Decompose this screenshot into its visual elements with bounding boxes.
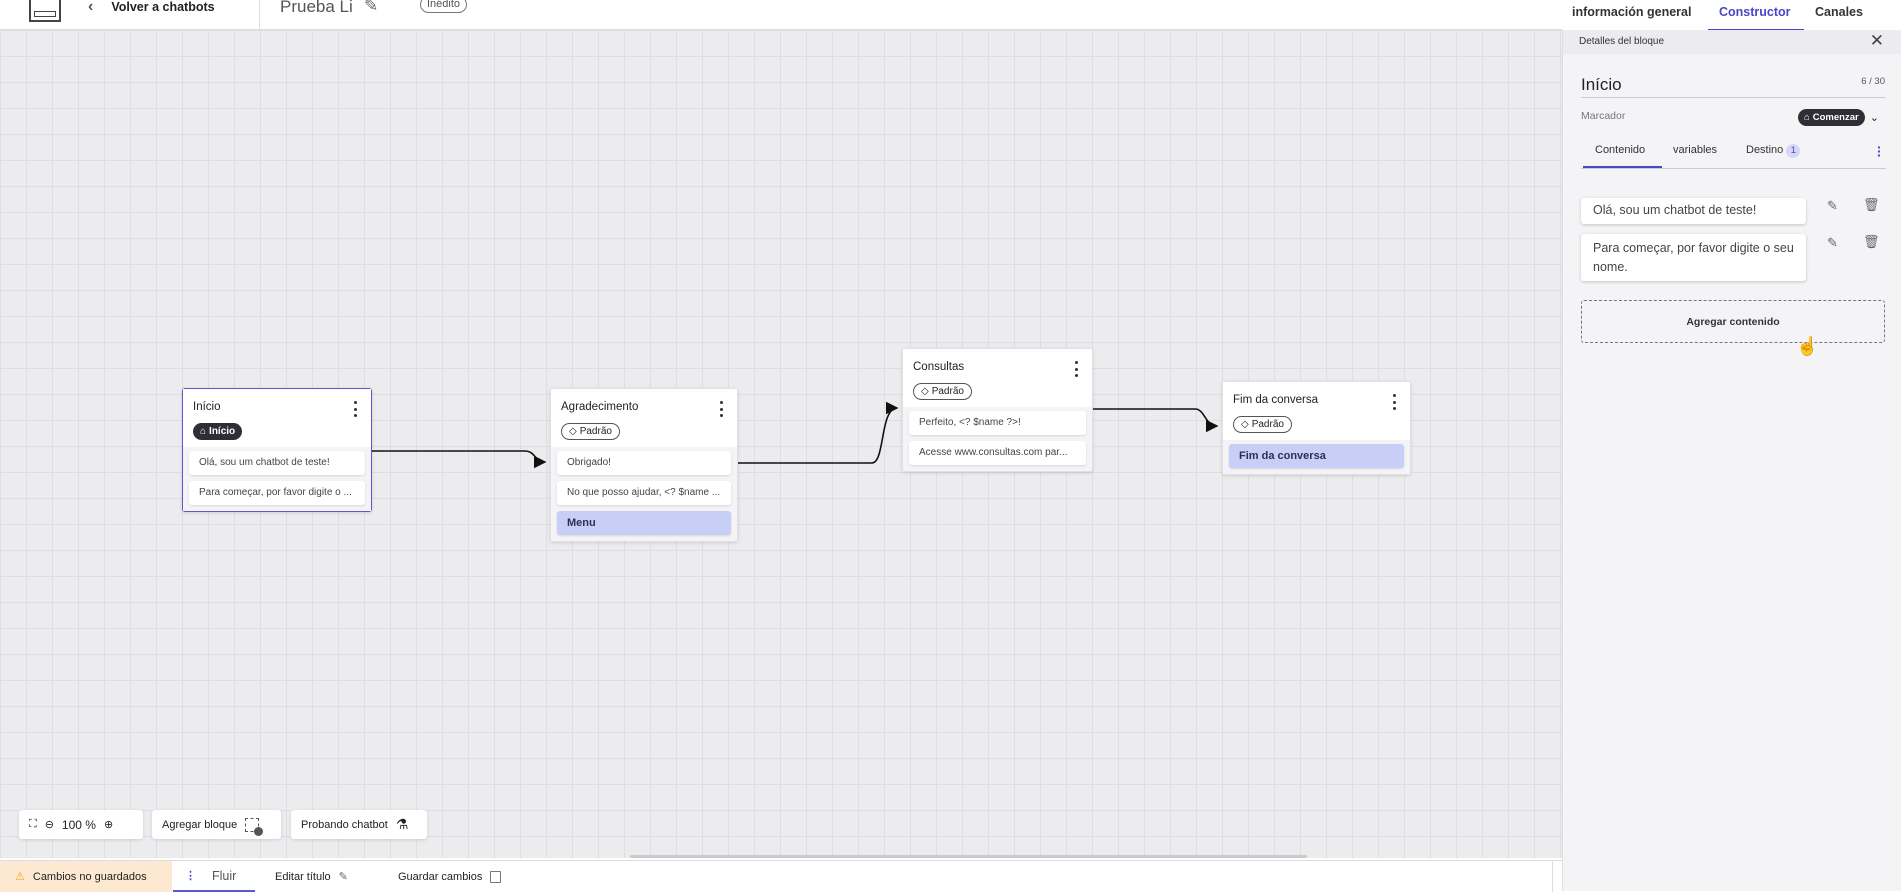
destino-count: 1	[1786, 144, 1801, 158]
add-content-button[interactable]: Agregar contenido	[1581, 300, 1885, 343]
content-item[interactable]: Para começar, por favor digite o ...	[189, 481, 365, 505]
divider	[259, 0, 260, 30]
content-message[interactable]: Olá, sou um chatbot de teste!	[1581, 198, 1806, 224]
edge-consultas-fim	[1093, 408, 1219, 433]
unsaved-changes-status: ⚠Cambios no guardados	[0, 861, 172, 892]
tab-canales[interactable]: Canales	[1815, 5, 1863, 19]
block-details-panel: información general Constructor Canales …	[1562, 5, 1901, 891]
home-icon: ⌂	[200, 426, 207, 437]
save-icon	[490, 870, 502, 883]
back-button[interactable]: ‹ Volver a chatbots	[88, 0, 215, 15]
edge-inicio-agradecimento	[372, 450, 547, 469]
horizontal-scrollbar[interactable]	[630, 855, 1307, 858]
flask-icon: ⚗	[395, 816, 409, 832]
tag-icon: ◇	[569, 426, 577, 437]
hand-cursor-icon: ☝	[1796, 336, 1819, 356]
marker-badge: ⌂Comenzar	[1798, 109, 1865, 126]
content-item[interactable]: Olá, sou um chatbot de teste!	[189, 451, 365, 475]
content-message[interactable]: Para começar, por favor digite o seu nom…	[1581, 234, 1806, 281]
tab-informacion-general[interactable]: información general	[1572, 5, 1692, 19]
divider	[1581, 97, 1886, 98]
block-inicio[interactable]: Início ⌂Início Olá, sou um chatbot de te…	[182, 388, 372, 512]
chevron-left-icon: ‹	[88, 0, 94, 15]
home-icon: ⌂	[1804, 112, 1810, 123]
more-options-icon[interactable]	[353, 401, 357, 417]
more-options-icon[interactable]: ⋮	[185, 870, 196, 882]
top-header: ‹ Volver a chatbots Prueba Li ✎ Inédito	[0, 0, 1562, 30]
add-block-button[interactable]: Agregar bloque	[152, 810, 281, 839]
menu-item[interactable]: Menu	[557, 511, 731, 535]
content-item[interactable]: Acesse www.consultas.com par...	[909, 441, 1086, 465]
tab-constructor[interactable]: Constructor	[1719, 5, 1791, 19]
content-item[interactable]: Obrigado!	[557, 451, 731, 475]
char-count: 6 / 30	[1861, 76, 1885, 87]
edit-title-button[interactable]: Editar título✎	[275, 870, 348, 884]
block-fim-da-conversa[interactable]: Fim da conversa ◇Padrão Fim da conversa	[1222, 381, 1411, 475]
chevron-down-icon: ⌄	[1869, 112, 1879, 124]
trash-icon[interactable]: 🗑	[1863, 234, 1880, 249]
block-consultas[interactable]: Consultas ◇Padrão Perfeito, <? $name ?>!…	[902, 348, 1093, 472]
active-tab-indicator	[1583, 166, 1662, 168]
edges	[372, 401, 1219, 469]
flow-canvas[interactable]: Início ⌂Início Olá, sou um chatbot de te…	[0, 30, 1562, 858]
tab-variables[interactable]: variables	[1673, 144, 1718, 156]
divider	[1552, 861, 1553, 892]
add-block-icon	[245, 817, 264, 836]
fit-screen-icon[interactable]: ⛶	[29, 818, 37, 830]
marker-select[interactable]: ⌂Comenzar ⌄	[1798, 109, 1879, 126]
test-chatbot-button[interactable]: Probando chatbot ⚗	[291, 810, 427, 839]
trash-icon[interactable]: 🗑	[1863, 197, 1880, 212]
tag-icon: ◇	[1241, 419, 1249, 430]
zoom-level: 100 %	[61, 817, 96, 832]
zoom-out-icon[interactable]: ⊖	[44, 819, 54, 831]
block-name-field[interactable]: Início	[1581, 75, 1622, 94]
tag-icon: ◇	[921, 386, 929, 397]
panel-header: Detalles del bloque ✕	[1563, 30, 1901, 54]
chatbot-name: Prueba Li	[280, 0, 353, 16]
zoom-controls: ⛶ ⊖ 100 % ⊕	[19, 810, 143, 839]
edit-pencil-icon[interactable]: ✎	[1827, 198, 1838, 213]
edit-pencil-icon[interactable]: ✎	[1827, 235, 1838, 250]
zoom-in-icon[interactable]: ⊕	[103, 819, 114, 831]
content-item[interactable]: Perfeito, <? $name ?>!	[909, 411, 1086, 435]
content-item[interactable]: No que posso ajudar, <? $name ...	[557, 481, 731, 505]
divider	[1581, 168, 1886, 169]
tab-fluir[interactable]: ⋮Fluir	[173, 861, 255, 892]
status-badge: Inédito	[420, 0, 468, 13]
tab-destino[interactable]: Destino 1	[1746, 144, 1801, 158]
bottom-bar: ⚠Cambios no guardados ⋮Fluir Editar títu…	[0, 860, 1562, 892]
edit-name-pencil-icon[interactable]: ✎	[364, 0, 379, 15]
marker-badge: ◇Padrão	[913, 383, 972, 400]
more-options-icon[interactable]	[719, 401, 723, 417]
save-changes-button[interactable]: Guardar cambios	[398, 861, 502, 892]
edge-agradecimento-consultas	[738, 401, 899, 464]
app-logo[interactable]	[29, 0, 61, 22]
warning-icon: ⚠	[15, 871, 25, 883]
pencil-icon: ✎	[338, 871, 348, 883]
more-options-icon[interactable]	[1074, 361, 1078, 377]
more-options-icon[interactable]	[1392, 394, 1396, 410]
tab-contenido[interactable]: Contenido	[1595, 144, 1646, 156]
marker-badge: ◇Padrão	[1233, 416, 1292, 433]
close-icon[interactable]: ✕	[1869, 31, 1884, 50]
marker-badge: ⌂Início	[193, 423, 243, 440]
block-agradecimento[interactable]: Agradecimento ◇Padrão Obrigado!No que po…	[550, 388, 738, 542]
more-options-icon[interactable]: ···	[1877, 139, 1882, 163]
end-item[interactable]: Fim da conversa	[1229, 444, 1404, 468]
marker-badge: ◇Padrão	[561, 423, 620, 440]
